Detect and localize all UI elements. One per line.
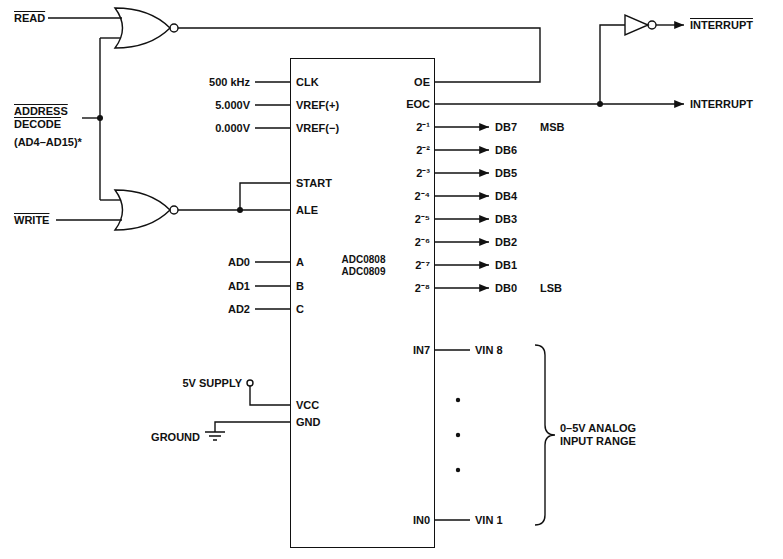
signal-name: DB3 bbox=[495, 213, 517, 226]
pin-name: GND bbox=[296, 416, 320, 429]
ground-label: GROUND bbox=[151, 431, 200, 444]
wire bbox=[100, 37, 120, 38]
pin-name: EOC bbox=[406, 98, 430, 111]
ellipsis-dot bbox=[456, 398, 460, 402]
pin-name: 2⁻³ bbox=[416, 167, 430, 180]
pin-name: 2⁻⁸ bbox=[415, 282, 430, 295]
pin-name: VCC bbox=[296, 399, 319, 412]
signal-name: DB4 bbox=[495, 190, 517, 203]
nor-gate bbox=[115, 190, 170, 230]
inversion-bubble bbox=[648, 21, 656, 29]
supply-label: 5V SUPPLY bbox=[182, 377, 242, 390]
pin-name: 2⁻⁷ bbox=[415, 259, 430, 272]
pin-name: 2⁻⁶ bbox=[415, 236, 430, 249]
pin-value: 500 kHz bbox=[209, 76, 250, 89]
signal-name: DB6 bbox=[495, 144, 517, 157]
pin-name: IN0 bbox=[413, 514, 430, 527]
range-note: 0–5V ANALOG INPUT RANGE bbox=[560, 422, 640, 448]
junction-dot bbox=[97, 115, 103, 121]
signal-name: INTERRUPT bbox=[690, 19, 753, 32]
pin-name: B bbox=[296, 280, 304, 293]
output-arrow bbox=[435, 287, 489, 288]
pin-name: 2⁻⁵ bbox=[415, 213, 430, 226]
output-arrow bbox=[435, 241, 489, 242]
output-arrow bbox=[435, 195, 489, 196]
signal-name: AD1 bbox=[228, 280, 250, 293]
signal-name: VIN 8 bbox=[475, 344, 503, 357]
signal-name: READ bbox=[14, 12, 45, 25]
signal-name: DB1 bbox=[495, 259, 517, 272]
inversion-bubble bbox=[170, 206, 178, 214]
output-arrow bbox=[435, 149, 489, 150]
ground-symbol bbox=[205, 432, 225, 440]
ellipsis-dot bbox=[456, 433, 460, 437]
pin-name: 2⁻¹ bbox=[416, 121, 430, 134]
pin-value: 0.000V bbox=[215, 122, 250, 135]
bit-order-note: MSB bbox=[540, 121, 564, 134]
signal-name: DB5 bbox=[495, 167, 517, 180]
junction-dot bbox=[237, 207, 243, 213]
wire bbox=[178, 209, 290, 210]
signal-name: DB0 bbox=[495, 282, 517, 295]
wire bbox=[240, 183, 290, 210]
wire bbox=[215, 422, 290, 432]
signal-name: AD0 bbox=[228, 256, 250, 269]
pin-value: 5.000V bbox=[215, 99, 250, 112]
output-arrow bbox=[435, 126, 489, 127]
pin-name: A bbox=[296, 256, 304, 269]
pin-name: ALE bbox=[296, 204, 318, 217]
signal-name: WRITE bbox=[14, 214, 49, 227]
chip-name: ADC0808 ADC0809 bbox=[331, 254, 396, 278]
wire bbox=[100, 199, 121, 200]
inverter bbox=[625, 15, 648, 35]
pin-stub bbox=[435, 350, 470, 520]
wire bbox=[56, 219, 122, 220]
range-brace bbox=[535, 345, 555, 525]
wire bbox=[435, 103, 684, 104]
output-arrow bbox=[435, 264, 489, 265]
pin-name: VREF(−) bbox=[296, 122, 339, 135]
wire bbox=[656, 24, 684, 25]
junction-dot bbox=[597, 101, 603, 107]
wire bbox=[250, 386, 290, 405]
pin-name: CLK bbox=[296, 76, 319, 89]
signal-name: VIN 1 bbox=[475, 514, 503, 527]
pin-name: 2⁻⁴ bbox=[414, 190, 430, 203]
nor-gate bbox=[115, 8, 170, 48]
signal-name: ADDRESS DECODE bbox=[14, 105, 76, 131]
pin-name: START bbox=[296, 177, 332, 190]
wire bbox=[178, 28, 540, 82]
wire bbox=[48, 17, 122, 18]
pin-name: VREF(+) bbox=[296, 99, 339, 112]
pin-name: C bbox=[296, 303, 304, 316]
signal-name: DB2 bbox=[495, 236, 517, 249]
address-note: (AD4–AD15)* bbox=[14, 136, 82, 149]
output-arrow bbox=[435, 172, 489, 173]
pin-name: IN7 bbox=[413, 344, 430, 357]
signal-name: AD2 bbox=[228, 303, 250, 316]
pin-name: OE bbox=[414, 76, 430, 89]
supply-terminal bbox=[247, 380, 253, 386]
inversion-bubble bbox=[170, 24, 178, 32]
signal-name: INTERRUPT bbox=[690, 98, 753, 111]
ellipsis-dot bbox=[456, 468, 460, 472]
pin-stub bbox=[255, 82, 290, 309]
pin-name: 2⁻² bbox=[416, 144, 430, 157]
signal-name: DB7 bbox=[495, 121, 517, 134]
bit-order-note: LSB bbox=[540, 282, 562, 295]
output-arrow bbox=[435, 218, 489, 219]
wire bbox=[600, 25, 625, 104]
